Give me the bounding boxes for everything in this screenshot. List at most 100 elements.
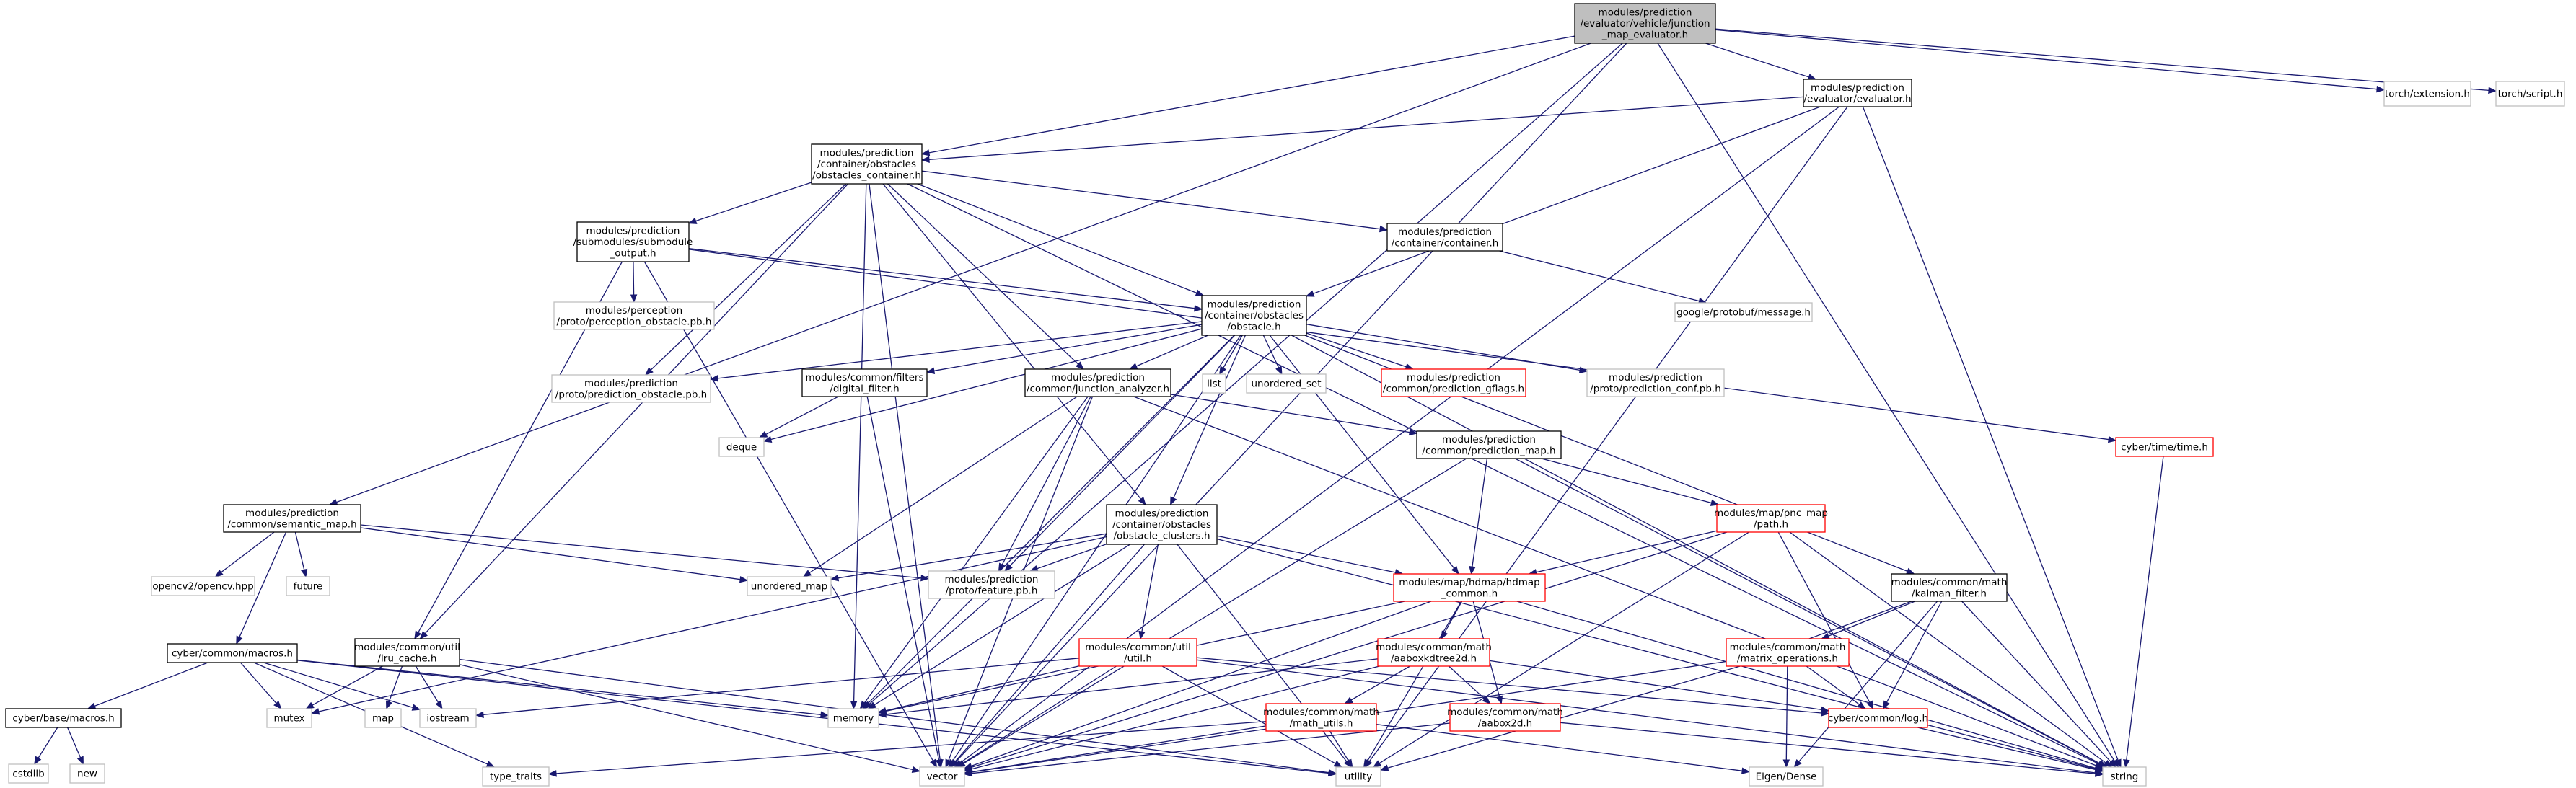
node-torch_ext[interactable]: torch/extension.h <box>2383 81 2471 107</box>
node-obstacle[interactable]: modules/prediction/container/obstacles/o… <box>1201 295 1307 336</box>
node-map[interactable]: map <box>364 708 402 728</box>
node-unordered_set[interactable]: unordered_set <box>1246 373 1327 394</box>
node-memory[interactable]: memory <box>827 708 879 728</box>
node-vector[interactable]: vector <box>919 766 965 787</box>
node-box[interactable] <box>1381 368 1526 397</box>
node-box[interactable] <box>8 763 49 784</box>
node-junction_analyzer[interactable]: modules/prediction/common/junction_analy… <box>1024 368 1171 397</box>
node-protobuf_message[interactable]: google/protobuf/message.h <box>1674 302 1813 322</box>
node-box[interactable] <box>928 570 1055 599</box>
node-obstacles_container[interactable]: modules/prediction/container/obstacles/o… <box>811 143 923 185</box>
node-box[interactable] <box>1749 766 1824 787</box>
node-container[interactable]: modules/prediction/container/container.h <box>1386 223 1503 252</box>
node-cyber_log[interactable]: cyber/common/log.h <box>1828 708 1928 728</box>
node-digital_filter[interactable]: modules/common/filters/digital_filter.h <box>801 368 928 397</box>
node-box[interactable] <box>364 708 402 728</box>
node-box[interactable] <box>1106 504 1218 545</box>
node-math_utils[interactable]: modules/common/math/math_utils.h <box>1263 703 1379 732</box>
node-util_h[interactable]: modules/common/util/util.h <box>1078 638 1197 667</box>
node-box[interactable] <box>2102 766 2147 787</box>
node-box[interactable] <box>419 708 477 728</box>
node-box[interactable] <box>801 368 928 397</box>
node-prediction_map[interactable]: modules/prediction/common/prediction_map… <box>1416 430 1562 459</box>
node-cyber_base_macros[interactable]: cyber/base/macros.h <box>5 708 122 728</box>
node-box[interactable] <box>167 643 298 663</box>
node-box[interactable] <box>1586 368 1725 397</box>
node-box[interactable] <box>919 766 965 787</box>
node-evaluator[interactable]: modules/prediction/evaluator/evaluator.h <box>1803 79 1912 107</box>
node-box[interactable] <box>1202 373 1226 394</box>
node-kalman_filter[interactable]: modules/common/math/kalman_filter.h <box>1891 573 2008 602</box>
node-box[interactable] <box>286 576 330 596</box>
node-box[interactable] <box>718 437 765 457</box>
node-box[interactable] <box>151 576 255 596</box>
node-box[interactable] <box>1393 573 1546 602</box>
node-eigen_dense[interactable]: Eigen/Dense <box>1749 766 1824 787</box>
node-root[interactable]: modules/prediction/evaluator/vehicle/jun… <box>1574 3 1716 44</box>
node-pnc_path[interactable]: modules/map/pnc_map/path.h <box>1714 504 1828 533</box>
node-deque[interactable]: deque <box>718 437 765 457</box>
node-box[interactable] <box>1716 504 1826 533</box>
node-submodule_output[interactable]: modules/prediction/submodules/submodule_… <box>573 221 693 262</box>
node-perception_obstacle_pb[interactable]: modules/perception/proto/perception_obst… <box>553 301 715 330</box>
node-box[interactable] <box>266 708 312 728</box>
node-obstacle_clusters[interactable]: modules/prediction/container/obstacles/o… <box>1106 504 1218 545</box>
node-box[interactable] <box>1828 708 1928 728</box>
node-box[interactable] <box>1024 368 1171 397</box>
node-aaboxkdtree2d[interactable]: modules/common/math/aaboxkdtree2d.h <box>1376 638 1492 667</box>
node-box[interactable] <box>1891 573 2008 602</box>
node-unordered_map[interactable]: unordered_map <box>747 576 832 596</box>
node-box[interactable] <box>576 221 690 262</box>
node-string[interactable]: string <box>2102 766 2147 787</box>
node-prediction_gflags[interactable]: modules/prediction/common/prediction_gfl… <box>1381 368 1526 397</box>
node-cyber_time[interactable]: cyber/time/time.h <box>2115 437 2214 457</box>
node-box[interactable] <box>1078 638 1197 667</box>
node-box[interactable] <box>1201 295 1307 336</box>
node-list[interactable]: list <box>1202 373 1226 394</box>
node-utility[interactable]: utility <box>1335 766 1381 787</box>
node-cstdlib[interactable]: cstdlib <box>8 763 49 784</box>
node-box[interactable] <box>551 374 711 403</box>
node-box[interactable] <box>1377 638 1490 667</box>
node-lru_cache[interactable]: modules/common/util/lru_cache.h <box>354 638 460 667</box>
node-prediction_obstacle_pb[interactable]: modules/prediction/proto/prediction_obst… <box>551 374 711 403</box>
node-box[interactable] <box>2495 81 2565 107</box>
node-torch_script[interactable]: torch/script.h <box>2495 81 2565 107</box>
node-iostream[interactable]: iostream <box>419 708 477 728</box>
node-box[interactable] <box>1574 3 1716 44</box>
node-box[interactable] <box>1674 302 1813 322</box>
node-box[interactable] <box>354 638 460 667</box>
node-box[interactable] <box>1803 79 1912 107</box>
edge-line <box>1785 665 1788 761</box>
node-semantic_map[interactable]: modules/prediction/common/semantic_map.h <box>223 504 361 533</box>
node-type_traits[interactable]: type_traits <box>482 766 550 787</box>
node-box[interactable] <box>2383 81 2471 107</box>
edge-arrowhead <box>1495 695 1503 705</box>
node-box[interactable] <box>1265 703 1377 732</box>
node-box[interactable] <box>747 576 832 596</box>
node-box[interactable] <box>1386 223 1503 252</box>
node-box[interactable] <box>1726 638 1850 667</box>
node-box[interactable] <box>827 708 879 728</box>
node-mutex[interactable]: mutex <box>266 708 312 728</box>
node-future[interactable]: future <box>286 576 330 596</box>
node-box[interactable] <box>482 766 550 787</box>
node-box[interactable] <box>553 301 715 330</box>
node-box[interactable] <box>1449 703 1561 732</box>
node-cyber_macros[interactable]: cyber/common/macros.h <box>167 643 298 663</box>
node-box[interactable] <box>1335 766 1381 787</box>
node-hdmap_common[interactable]: modules/map/hdmap/hdmap_common.h <box>1393 573 1546 602</box>
node-box[interactable] <box>223 504 361 533</box>
node-aabox2d[interactable]: modules/common/math/aabox2d.h <box>1447 703 1563 732</box>
node-opencv[interactable]: opencv2/opencv.hpp <box>151 576 255 596</box>
node-box[interactable] <box>2115 437 2214 457</box>
node-feature_pb[interactable]: modules/prediction/proto/feature.pb.h <box>928 570 1055 599</box>
node-new[interactable]: new <box>69 763 105 784</box>
node-box[interactable] <box>5 708 122 728</box>
node-box[interactable] <box>1416 430 1562 459</box>
node-box[interactable] <box>811 143 923 185</box>
node-prediction_conf_pb[interactable]: modules/prediction/proto/prediction_conf… <box>1586 368 1725 397</box>
node-matrix_operations[interactable]: modules/common/math/matrix_operations.h <box>1726 638 1850 667</box>
node-box[interactable] <box>69 763 105 784</box>
node-box[interactable] <box>1246 373 1327 394</box>
